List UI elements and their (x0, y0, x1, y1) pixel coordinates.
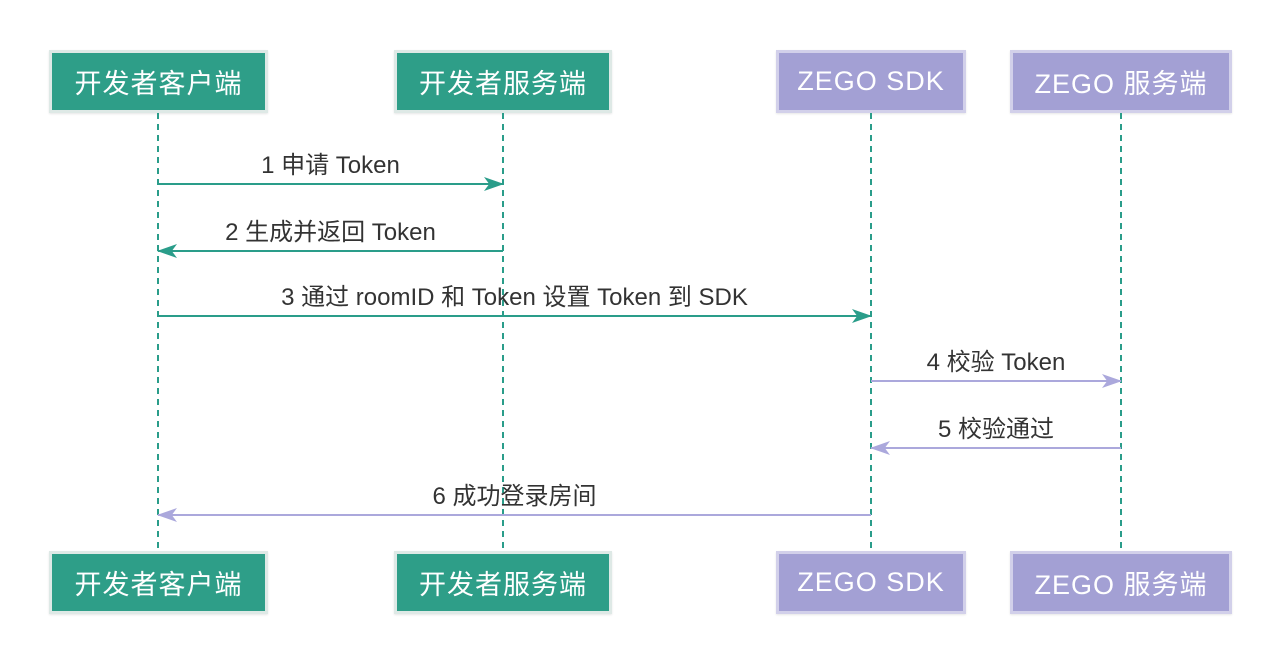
actor-developer-server-bottom: 开发者服务端 (394, 551, 612, 614)
message-label: 4 校验 Token (926, 349, 1066, 376)
message-5-verify-passed: 5 校验通过 (870, 415, 1121, 455)
message-arrow-line (157, 508, 871, 522)
message-arrow-line (870, 441, 1121, 455)
actor-developer-client-top: 开发者客户端 (49, 50, 268, 113)
actor-label: ZEGO SDK (797, 567, 945, 597)
message-arrow-line (158, 309, 872, 323)
message-label: 2 生成并返回 Token (225, 219, 436, 246)
actor-zego-sdk-bottom: ZEGO SDK (776, 551, 966, 614)
actor-label: ZEGO SDK (797, 66, 945, 96)
message-arrow-line (158, 177, 504, 191)
message-arrow-line (157, 244, 503, 258)
message-1-request-token: 1 申请 Token (158, 151, 504, 191)
actor-label: 开发者客户端 (74, 69, 243, 99)
actor-label: 开发者服务端 (419, 69, 587, 99)
actor-zego-server-bottom: ZEGO 服务端 (1010, 551, 1232, 614)
message-4-verify-token: 4 校验 Token (871, 348, 1122, 388)
message-label: 6 成功登录房间 (432, 483, 597, 510)
lifeline-developer-client (157, 113, 159, 551)
actor-label: ZEGO 服务端 (1034, 570, 1208, 600)
actor-developer-server-top: 开发者服务端 (394, 50, 612, 113)
message-3-set-token-to-sdk: 3 通过 roomID 和 Token 设置 Token 到 SDK (158, 283, 872, 323)
lifeline-zego-server (1120, 113, 1122, 551)
actor-zego-server-top: ZEGO 服务端 (1010, 50, 1232, 113)
message-arrow-line (871, 374, 1122, 388)
lifeline-zego-sdk (870, 113, 872, 551)
actor-label: 开发者服务端 (419, 570, 587, 600)
actor-label: 开发者客户端 (74, 570, 243, 600)
message-label: 5 校验通过 (937, 416, 1054, 443)
message-label: 3 通过 roomID 和 Token 设置 Token 到 SDK (281, 284, 748, 311)
message-2-return-token: 2 生成并返回 Token (157, 218, 503, 258)
lifeline-developer-server (502, 113, 504, 551)
message-6-login-room-success: 6 成功登录房间 (157, 482, 871, 522)
message-label: 1 申请 Token (261, 152, 400, 179)
actor-label: ZEGO 服务端 (1034, 69, 1208, 99)
actor-developer-client-bottom: 开发者客户端 (49, 551, 268, 614)
actor-zego-sdk-top: ZEGO SDK (776, 50, 966, 113)
